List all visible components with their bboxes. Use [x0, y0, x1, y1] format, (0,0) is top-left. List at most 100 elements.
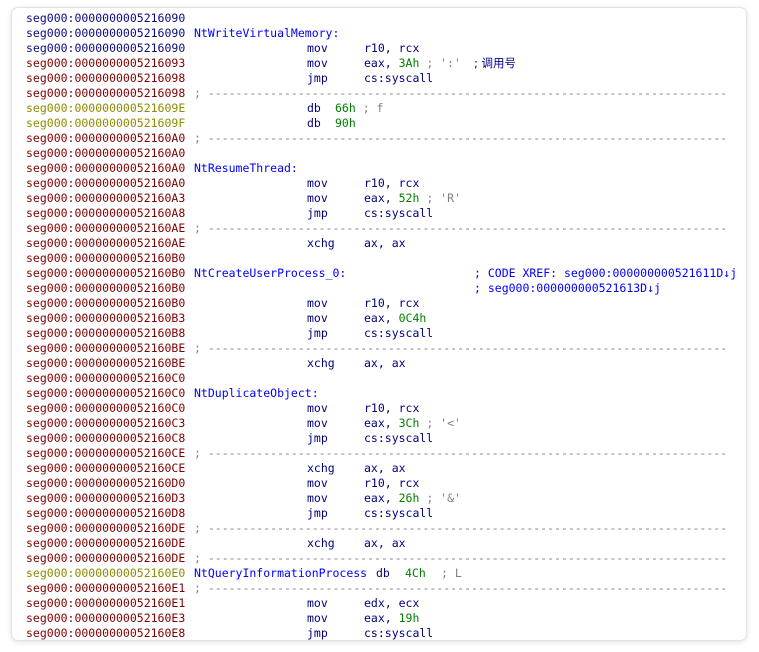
instruction-operand[interactable]: eax, 52h ; 'R' — [364, 191, 461, 206]
address-text[interactable]: seg000:00000000052160B0 — [26, 296, 186, 310]
address-text[interactable]: seg000:0000000005216090 — [26, 41, 186, 55]
instruction-mnemonic[interactable]: mov — [307, 491, 328, 505]
instruction-mnemonic[interactable]: mov — [307, 191, 328, 205]
address-text[interactable]: seg000:00000000052160A0 — [26, 176, 186, 190]
instruction-mnemonic[interactable]: jmp — [307, 626, 328, 640]
address-text[interactable]: seg000:00000000052160C0 — [26, 401, 186, 415]
address-text[interactable]: seg000:00000000052160B0 — [26, 251, 186, 265]
address-text[interactable]: seg000:00000000052160E1 — [26, 581, 186, 595]
instruction-operand[interactable]: ax, ax — [364, 356, 406, 370]
address-text[interactable]: seg000:00000000052160D0 — [26, 476, 186, 490]
address-text[interactable]: seg000:00000000052160AE — [26, 221, 186, 235]
instruction-operand[interactable]: r10, rcx — [364, 296, 420, 310]
address-text[interactable]: seg000:00000000052160E1 — [26, 596, 186, 610]
instruction-mnemonic[interactable]: jmp — [307, 71, 328, 85]
data-byte[interactable]: 90h — [335, 116, 356, 130]
address-text[interactable]: seg000:00000000052160B8 — [26, 326, 186, 340]
address-text[interactable]: seg000:00000000052160BE — [26, 341, 186, 355]
operand-immediate[interactable]: 3Ch — [398, 416, 420, 430]
listing-line[interactable]: seg000:00000000052160D8 jmp cs:syscall — [26, 506, 742, 521]
instruction-operand[interactable]: r10, rcx — [364, 41, 420, 55]
listing-line[interactable]: seg000:00000000052160A8 jmp cs:syscall — [26, 206, 742, 221]
operand-immediate[interactable]: 19h — [398, 611, 420, 625]
instruction-operand[interactable]: cs:syscall — [364, 206, 434, 220]
instruction-mnemonic[interactable]: mov — [307, 476, 328, 490]
listing-line[interactable]: seg000:00000000052160DE; ---------------… — [26, 551, 742, 566]
instruction-mnemonic[interactable]: jmp — [307, 431, 328, 445]
instruction-mnemonic[interactable]: mov — [307, 176, 328, 190]
data-byte[interactable]: 66h — [335, 101, 356, 115]
xref-comment[interactable]: ; seg000:000000000521613D↓j — [474, 281, 661, 295]
instruction-mnemonic[interactable]: jmp — [307, 206, 328, 220]
address-text[interactable]: seg000:00000000052160DE — [26, 551, 186, 565]
instruction-operand[interactable]: r10, rcx — [364, 476, 420, 490]
listing-line[interactable]: seg000:00000000052160C0 — [26, 371, 742, 386]
instruction-operand[interactable]: r10, rcx — [364, 176, 420, 190]
function-label[interactable]: NtResumeThread: — [194, 161, 298, 175]
instruction-mnemonic[interactable]: mov — [307, 41, 328, 55]
data-byte[interactable]: 4Ch — [405, 566, 426, 580]
address-text[interactable]: seg000:00000000052160A0 — [26, 131, 186, 145]
address-text[interactable]: seg000:00000000052160C8 — [26, 431, 186, 445]
listing-line[interactable]: seg000:00000000052160B8 jmp cs:syscall — [26, 326, 742, 341]
instruction-mnemonic[interactable]: jmp — [307, 326, 328, 340]
instruction-mnemonic[interactable]: mov — [307, 416, 328, 430]
address-text[interactable]: seg000:00000000052160CE — [26, 461, 186, 475]
listing-line[interactable]: seg000:0000000005216090 — [26, 11, 742, 26]
address-text[interactable]: seg000:000000000521609F — [26, 116, 186, 130]
function-label[interactable]: NtCreateUserProcess_0: — [194, 266, 347, 280]
address-text[interactable]: seg000:00000000052160A0 — [26, 146, 186, 160]
instruction-operand[interactable]: cs:syscall — [364, 71, 434, 85]
address-text[interactable]: seg000:00000000052160CE — [26, 446, 186, 460]
address-text[interactable]: seg000:00000000052160C0 — [26, 371, 186, 385]
instruction-mnemonic[interactable]: mov — [307, 596, 328, 610]
instruction-operand[interactable]: edx, ecx — [364, 596, 420, 610]
address-text[interactable]: seg000:00000000052160D8 — [26, 506, 186, 520]
instruction-operand[interactable]: cs:syscall — [364, 326, 434, 340]
instruction-mnemonic[interactable]: xchg — [307, 236, 335, 250]
instruction-mnemonic[interactable]: mov — [307, 401, 328, 415]
address-text[interactable]: seg000:00000000052160A0 — [26, 161, 186, 175]
instruction-operand[interactable]: eax, 0C4h — [364, 311, 426, 326]
address-text[interactable]: seg000:00000000052160E8 — [26, 626, 186, 640]
address-text[interactable]: seg000:00000000052160C0 — [26, 386, 186, 400]
instruction-operand[interactable]: cs:syscall — [364, 431, 434, 445]
instruction-operand[interactable]: ax, ax — [364, 236, 406, 250]
operand-immediate[interactable]: 26h — [398, 491, 420, 505]
address-text[interactable]: seg000:00000000052160B0 — [26, 281, 186, 295]
listing-line[interactable]: seg000:00000000052160E1 mov edx, ecx — [26, 596, 742, 611]
listing-line[interactable]: seg000:00000000052160BE; ---------------… — [26, 341, 742, 356]
listing-line[interactable]: seg000:00000000052160CE xchg ax, ax — [26, 461, 742, 476]
instruction-operand[interactable]: ax, ax — [364, 536, 406, 550]
instruction-operand[interactable]: cs:syscall — [364, 506, 434, 520]
listing-line[interactable]: seg000:0000000005216098; ---------------… — [26, 86, 742, 101]
address-text[interactable]: seg000:0000000005216090 — [26, 11, 186, 25]
instruction-mnemonic[interactable]: xchg — [307, 356, 335, 370]
instruction-operand[interactable]: ax, ax — [364, 461, 406, 475]
operand-immediate[interactable]: 0C4h — [398, 311, 427, 325]
instruction-mnemonic[interactable]: jmp — [307, 506, 328, 520]
instruction-mnemonic[interactable]: xchg — [307, 536, 335, 550]
listing-line[interactable]: seg000:00000000052160A0 NtResumeThread: — [26, 161, 742, 176]
address-text[interactable]: seg000:00000000052160A8 — [26, 206, 186, 220]
address-text[interactable]: seg000:00000000052160DE — [26, 521, 186, 535]
listing-line[interactable]: seg000:00000000052160BE xchg ax, ax — [26, 356, 742, 371]
address-text[interactable]: seg000:00000000052160BE — [26, 356, 186, 370]
listing-line[interactable]: seg000:00000000052160DE; ---------------… — [26, 521, 742, 536]
address-text[interactable]: seg000:0000000005216098 — [26, 71, 186, 85]
instruction-mnemonic[interactable]: mov — [307, 56, 328, 70]
listing-line[interactable]: seg000:00000000052160C8 jmp cs:syscall — [26, 431, 742, 446]
function-label[interactable]: NtWriteVirtualMemory: — [194, 26, 340, 40]
instruction-mnemonic[interactable]: xchg — [307, 461, 335, 475]
instruction-operand[interactable]: eax, 3Ah ; ':' — [364, 56, 461, 71]
instruction-operand[interactable]: eax, 3Ch ; '<' — [364, 416, 461, 431]
